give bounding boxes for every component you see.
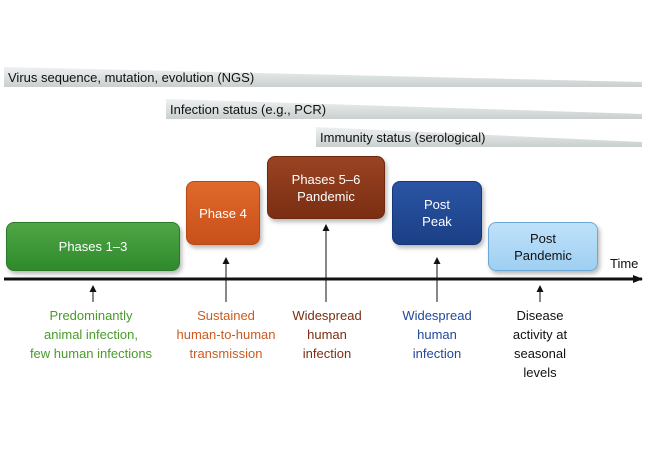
phase-description-4: Widespread human infection: [402, 308, 472, 361]
ngs-wedge-label: Virus sequence, mutation, evolution (NGS…: [8, 69, 255, 85]
pcr-wedge-label: Infection status (e.g., PCR): [170, 101, 327, 117]
ngs-wedge-shape: [4, 67, 642, 87]
phase-description-1: Predominantly animal infection, few huma…: [29, 308, 153, 361]
post-peak-box: Post Peak: [392, 181, 482, 245]
phase-4-box: Phase 4: [186, 181, 260, 245]
serology-wedge-label: Immunity status (serological): [320, 129, 486, 145]
post-pandemic-box: Post Pandemic: [488, 222, 598, 271]
pcr-wedge-shape: [166, 99, 642, 119]
phase-description-5: Disease activity at seasonal levels: [512, 308, 568, 380]
serology-wedge: Immunity status (serological): [316, 127, 642, 147]
phase-description-3: Widespread human infection: [292, 308, 362, 361]
phase-description-2: Sustained human-to-human transmission: [176, 308, 276, 361]
phases-5-6-pandemic-box: Phases 5–6 Pandemic: [267, 156, 385, 219]
time-axis-label: Time: [610, 256, 639, 271]
pcr-wedge: Infection status (e.g., PCR): [166, 99, 642, 119]
ngs-wedge: Virus sequence, mutation, evolution (NGS…: [4, 67, 642, 87]
phases-1-3-box: Phases 1–3: [6, 222, 180, 271]
serology-wedge-shape: [316, 127, 642, 147]
